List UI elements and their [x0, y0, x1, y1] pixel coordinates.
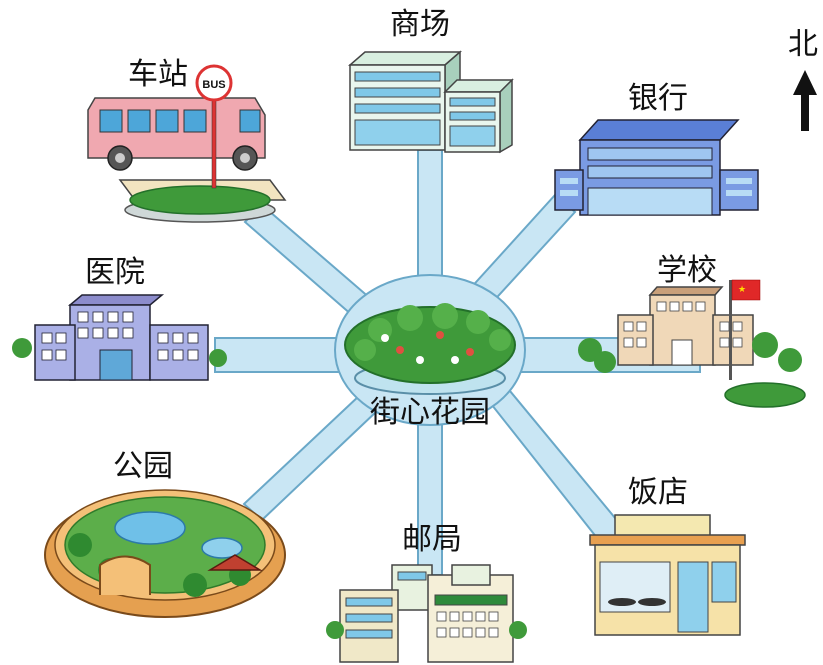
hospital-label: 医院 — [85, 255, 145, 290]
school-building-icon: ★ — [578, 279, 806, 408]
hospital-building-icon — [12, 294, 227, 381]
post-office-label: 邮局 — [402, 522, 462, 557]
svg-text:★: ★ — [738, 285, 746, 295]
bus-station-icon: BUS — [87, 64, 287, 223]
park-fountain — [201, 537, 243, 559]
road-southwest — [242, 393, 380, 522]
mall-building-icon — [347, 50, 514, 154]
mall-label: 商场 — [390, 7, 450, 42]
bus-station-label: 车站 — [128, 57, 188, 92]
central-garden-icon — [344, 303, 516, 395]
flag-pole — [729, 280, 732, 380]
national-flag-icon — [731, 279, 761, 301]
bank-label: 银行 — [628, 81, 688, 116]
center-garden-label: 街心花园 — [370, 395, 490, 430]
bus-sign-text: BUS — [202, 79, 225, 91]
park-icon — [44, 489, 286, 618]
park-label: 公园 — [113, 449, 173, 484]
road-west — [214, 337, 351, 373]
post-office-building-icon — [326, 564, 527, 663]
bank-building-icon — [554, 119, 759, 216]
restaurant-building-icon — [589, 514, 746, 636]
north-label: 北 — [788, 27, 818, 62]
restaurant-label: 饭店 — [628, 475, 688, 510]
bus-sign-icon — [195, 64, 233, 102]
park-pond — [114, 511, 186, 545]
north-arrow-icon — [793, 70, 817, 131]
road-southeast — [486, 383, 627, 550]
school-label: 学校 — [657, 253, 717, 288]
